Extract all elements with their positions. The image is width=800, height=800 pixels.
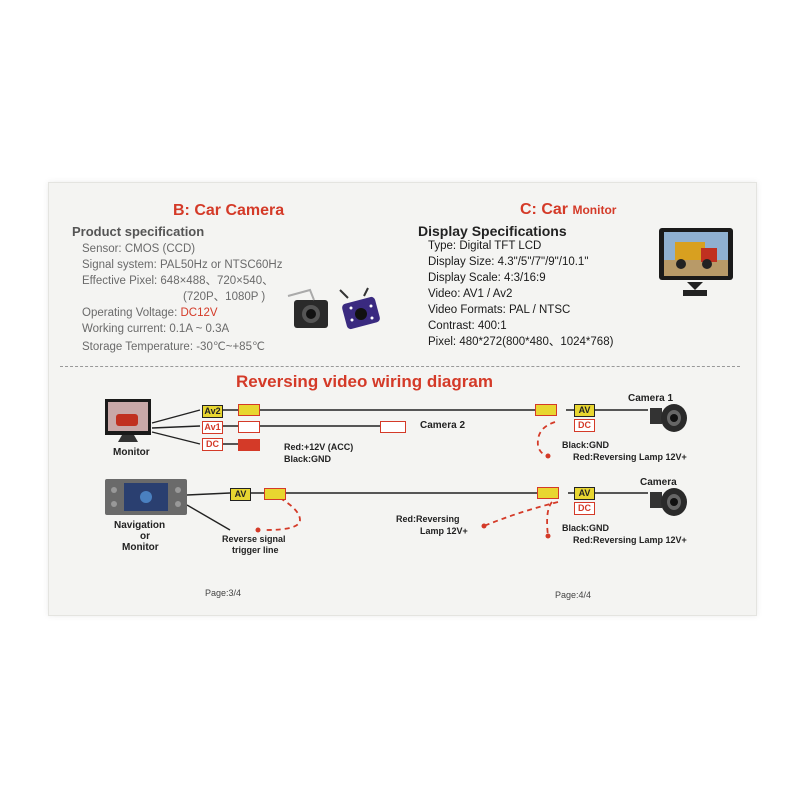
cam-black-gnd: Black:GND — [562, 523, 610, 533]
nav-label-3: Monitor — [122, 542, 159, 553]
spec-signal: Signal system: PAL50Hz or NTSC60Hz — [82, 259, 283, 271]
tag-av-cam1: AV — [574, 404, 595, 417]
spec-video: Video: AV1 / Av2 — [428, 288, 513, 300]
spec-pixel: Effective Pixel: 648×488、720×540、 — [82, 275, 274, 287]
camera-product-image — [287, 287, 380, 330]
plug-av1 — [238, 421, 260, 433]
tag-av-nav: AV — [230, 488, 251, 501]
section-c-title: C: Car Monitor — [520, 201, 617, 218]
diagram-title: Reversing video wiring diagram — [236, 372, 493, 391]
spec-current: Working current: 0.1A ~ 0.3A — [82, 323, 230, 335]
monitor-product-image — [659, 228, 733, 296]
spec-video-formats: Video Formats: PAL / NTSC — [428, 304, 571, 316]
camera-icon — [650, 488, 687, 516]
display-spec-heading: Display Specifications — [418, 223, 567, 239]
reverse-signal-label-2: trigger line — [232, 545, 279, 555]
spec-pixel-c: Pixel: 480*272(800*480、1024*768) — [428, 336, 614, 348]
plug-av2 — [238, 404, 260, 416]
red-reversing-mid-2: Lamp 12V+ — [420, 526, 468, 536]
spec-voltage-value: DC12V — [180, 307, 218, 319]
tag-dc-cam1: DC — [574, 419, 595, 432]
spec-contrast: Contrast: 400:1 — [428, 320, 507, 332]
tag-av1: Av1 — [202, 421, 223, 434]
tag-dc-cam: DC — [574, 502, 595, 515]
power-black-label: Black:GND — [284, 454, 332, 464]
section-divider — [60, 366, 740, 367]
camera1-icon — [650, 404, 687, 432]
spec-voltage-label: Operating Voltage: DC12V — [82, 307, 218, 319]
power-red-label: Red:+12V (ACC) — [284, 442, 354, 452]
spec-display-scale: Display Scale: 4:3/16:9 — [428, 272, 546, 284]
section-b-title: B: Car Camera — [173, 202, 285, 219]
tag-av-cam: AV — [574, 487, 595, 500]
plug-camera — [537, 487, 559, 499]
monitor-icon — [105, 399, 151, 442]
nav-label-2: or — [140, 531, 150, 542]
spec-display-size: Display Size: 4.3"/5"/7"/9"/10.1" — [428, 256, 589, 268]
page-right: Page:4/4 — [555, 590, 592, 600]
monitor-label: Monitor — [113, 447, 150, 458]
cam1-red-reversing: Red:Reversing Lamp 12V+ — [573, 452, 687, 462]
tag-av2: Av2 — [202, 405, 223, 418]
plug-av-nav — [264, 488, 286, 500]
camera-label: Camera — [640, 477, 677, 488]
page-left: Page:3/4 — [205, 588, 242, 598]
spec-type: Type: Digital TFT LCD — [428, 240, 542, 252]
plug-dc-left — [238, 439, 260, 451]
camera2-label: Camera 2 — [420, 420, 466, 431]
camera1-label: Camera 1 — [628, 393, 674, 404]
cam1-black-gnd: Black:GND — [562, 440, 610, 450]
spec-pixel-hd: (720P、1080P ) — [183, 291, 266, 303]
plug-camera1 — [535, 404, 557, 416]
spec-sensor: Sensor: CMOS (CCD) — [82, 243, 196, 255]
tag-dc-left: DC — [202, 438, 223, 451]
nav-label-1: Navigation — [114, 520, 166, 531]
spec-temperature: Storage Temperature: -30℃~+85℃ — [82, 341, 265, 353]
instruction-card — [48, 182, 757, 616]
plug-camera2 — [380, 421, 406, 433]
cam-red-reversing: Red:Reversing Lamp 12V+ — [573, 535, 687, 545]
red-reversing-mid-1: Red:Reversing — [396, 514, 460, 524]
product-spec-heading: Product specification — [72, 224, 205, 239]
navigation-icon — [105, 479, 187, 515]
reverse-signal-label-1: Reverse signal — [222, 534, 286, 544]
